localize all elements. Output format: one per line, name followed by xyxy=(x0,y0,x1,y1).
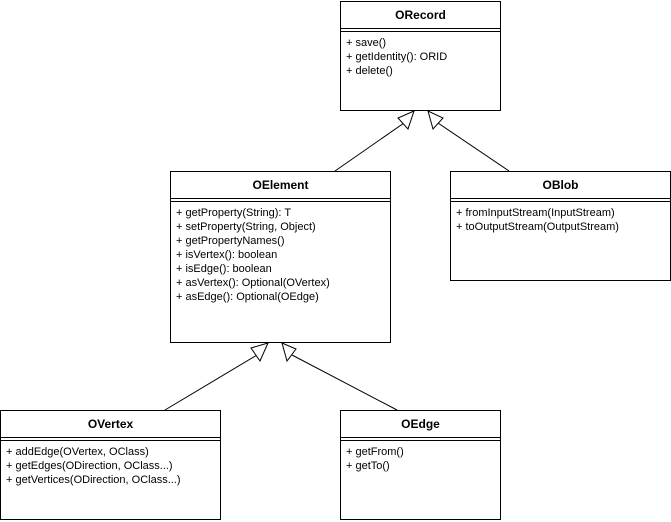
method-item: + save() xyxy=(346,37,387,49)
method-item: + asVertex(): Optional(OVertex) xyxy=(176,277,330,289)
method-item: + getPropertyNames() xyxy=(176,235,285,247)
edge-overtex-oelement-arrowhead xyxy=(250,342,269,363)
method-item: + getProperty(String): T xyxy=(176,207,292,219)
class-name: ORecord xyxy=(395,8,446,22)
class-oedge[interactable]: OEdge + getFrom() + getTo() xyxy=(340,410,501,520)
class-divider xyxy=(341,437,500,441)
method-item: + getEdges(ODirection, OClass...) xyxy=(6,460,173,472)
method-item: + addEdge(OVertex, OClass) xyxy=(6,446,149,458)
class-name: OVertex xyxy=(87,417,134,431)
class-orecord[interactable]: ORecord + save() + getIdentity(): ORID +… xyxy=(340,1,501,111)
class-overtex[interactable]: OVertex + addEdge(OVertex, OClass) + get… xyxy=(0,410,221,520)
class-divider xyxy=(451,198,670,202)
edge-oelement-orecord-arrowhead xyxy=(397,110,415,130)
class-divider xyxy=(341,28,500,32)
class-divider xyxy=(1,437,220,441)
edge-oblob-orecord-line xyxy=(437,122,510,172)
method-item: + toOutputStream(OutputStream) xyxy=(456,221,619,233)
class-oelement[interactable]: OElement + getProperty(String): T + setP… xyxy=(170,171,391,343)
edge-oblob-orecord-arrowhead xyxy=(427,110,444,131)
method-item: + delete() xyxy=(346,65,393,77)
class-oblob[interactable]: OBlob + fromInputStream(InputStream) + t… xyxy=(450,171,671,281)
edge-oedge-oelement-arrowhead xyxy=(281,342,297,363)
edge-oelement-orecord-line xyxy=(334,122,405,172)
method-item: + asEdge(): Optional(OEdge) xyxy=(176,291,319,303)
method-list: + getProperty(String): T + setProperty(S… xyxy=(171,202,390,304)
method-item: + isEdge(): boolean xyxy=(176,263,272,275)
method-item: + fromInputStream(InputStream) xyxy=(456,207,615,219)
class-name: OBlob xyxy=(542,178,579,192)
method-item: + getTo() xyxy=(346,460,390,472)
method-item: + getVertices(ODirection, OClass...) xyxy=(6,474,181,486)
method-list: + fromInputStream(InputStream) + toOutpu… xyxy=(451,202,670,234)
method-item: + isVertex(): boolean xyxy=(176,249,278,261)
method-list: + addEdge(OVertex, OClass) + getEdges(OD… xyxy=(1,441,220,487)
method-item: + getIdentity(): ORID xyxy=(346,51,448,63)
class-divider xyxy=(171,198,390,202)
method-list: + getFrom() + getTo() xyxy=(341,441,500,473)
edge-oedge-oelement-line xyxy=(291,354,398,411)
class-name: OEdge xyxy=(401,417,440,431)
edge-overtex-oelement-line xyxy=(164,354,258,411)
method-list: + save() + getIdentity(): ORID + delete(… xyxy=(341,32,500,78)
class-name: OElement xyxy=(252,178,309,192)
method-item: + getFrom() xyxy=(346,446,404,458)
method-item: + setProperty(String, Object) xyxy=(176,221,316,233)
